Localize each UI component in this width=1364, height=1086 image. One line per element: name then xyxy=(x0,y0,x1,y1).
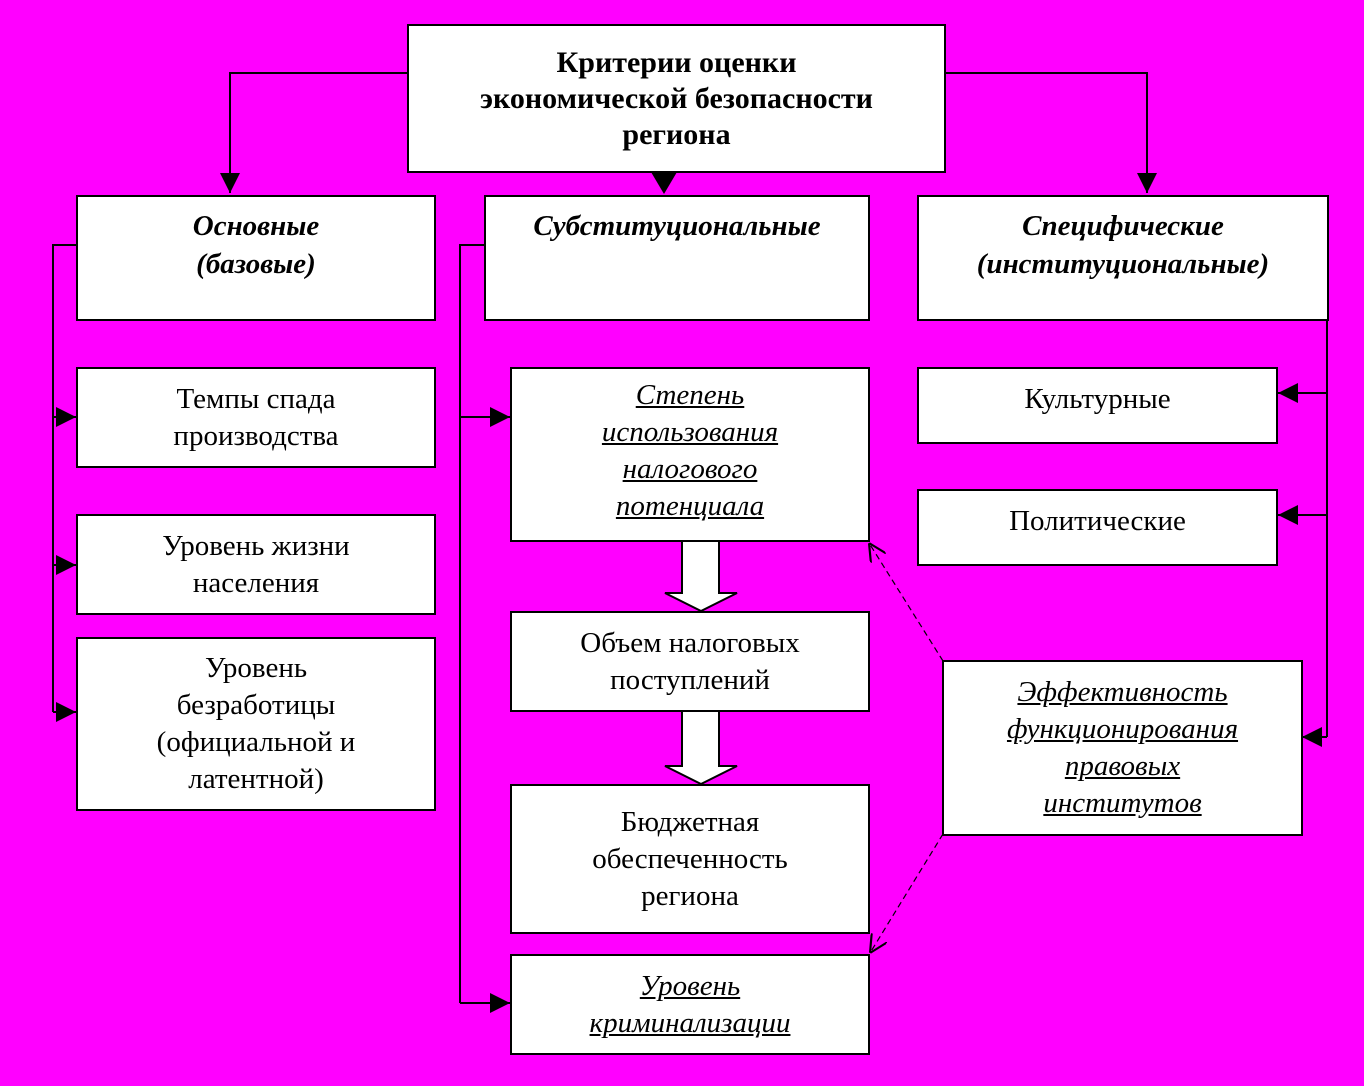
category-label: (базовые) xyxy=(196,248,316,280)
item-text: Культурные xyxy=(1024,383,1171,415)
item-text: Темпы спада xyxy=(176,382,336,415)
subst-item-criminalization: Уровень криминализации xyxy=(510,954,870,1055)
basic-item-production-decline: Темпы спада производства xyxy=(76,367,436,468)
basic-item-living-standard: Уровень жизни населения xyxy=(76,514,436,615)
specific-item-legal-institutions: Эффективность функционирования правовых … xyxy=(942,660,1303,836)
dashed-arrow-to-tax-potential xyxy=(869,543,944,662)
item-text: криминализации xyxy=(589,1006,791,1039)
item-text: Уровень xyxy=(204,652,308,684)
category-specific: Специфические (институциональные) xyxy=(917,195,1329,321)
category-basic: Основные (базовые) xyxy=(76,195,436,321)
category-label: Основные xyxy=(192,210,320,242)
root-title-line: экономической безопасности xyxy=(480,81,873,115)
specific-item-cultural: Культурные xyxy=(917,367,1278,444)
root-title-line: Критерии оценки xyxy=(556,45,797,79)
block-arrow-1 xyxy=(664,539,738,613)
specific-item-political: Политические xyxy=(917,489,1278,566)
item-text: производства xyxy=(173,419,339,452)
category-label: Специфические xyxy=(1022,210,1224,242)
item-text: Бюджетная xyxy=(620,805,760,838)
item-text: Эффективность xyxy=(1017,676,1228,708)
item-text: безработицы xyxy=(176,689,336,721)
subst-item-budget-sufficiency: Бюджетная обеспеченность региона xyxy=(510,784,870,934)
block-arrows xyxy=(664,539,738,786)
basic-bracket xyxy=(52,244,76,722)
item-text: правовых xyxy=(1064,750,1181,782)
basic-item-unemployment: Уровень безработицы (официальной и латен… xyxy=(76,637,436,811)
item-text: налогового xyxy=(622,453,758,485)
item-text: обеспеченность xyxy=(592,842,788,875)
item-text: Степень xyxy=(635,379,745,411)
arrow-root-to-substitutional xyxy=(651,172,677,194)
item-text: Политические xyxy=(1009,505,1186,537)
block-arrow-2 xyxy=(664,710,738,786)
category-label: Субституциональные xyxy=(533,210,821,242)
item-text: Уровень жизни xyxy=(162,529,350,562)
item-text: латентной) xyxy=(188,763,324,795)
arrow-root-to-basic xyxy=(220,72,408,193)
item-text: Объем налоговых xyxy=(580,626,800,659)
dashed-arrow-to-criminalization xyxy=(870,833,944,953)
subst-item-tax-potential: Степень использования налогового потенци… xyxy=(510,367,870,542)
item-text: Уровень xyxy=(639,969,741,1002)
item-text: институтов xyxy=(1043,787,1202,819)
arrow-root-to-specific xyxy=(945,72,1157,193)
root-connectors xyxy=(220,72,1157,193)
root-title-line: региона xyxy=(622,117,731,151)
item-text: региона xyxy=(641,879,739,912)
item-text: (официальной и xyxy=(156,726,356,758)
item-text: функционирования xyxy=(1006,713,1239,745)
category-substitutional: Субституциональные xyxy=(484,195,870,321)
item-text: населения xyxy=(192,566,320,599)
item-text: использования xyxy=(601,416,779,448)
dashed-links xyxy=(869,543,944,953)
root-box: Критерии оценки экономической безопаснос… xyxy=(407,24,946,173)
item-text: поступлений xyxy=(610,663,770,696)
item-text: потенциала xyxy=(615,490,765,522)
specific-bracket xyxy=(1278,318,1328,747)
category-label: (институциональные) xyxy=(976,248,1270,280)
substitutional-bracket xyxy=(459,244,510,1013)
subst-item-tax-revenue: Объем налоговых поступлений xyxy=(510,611,870,712)
